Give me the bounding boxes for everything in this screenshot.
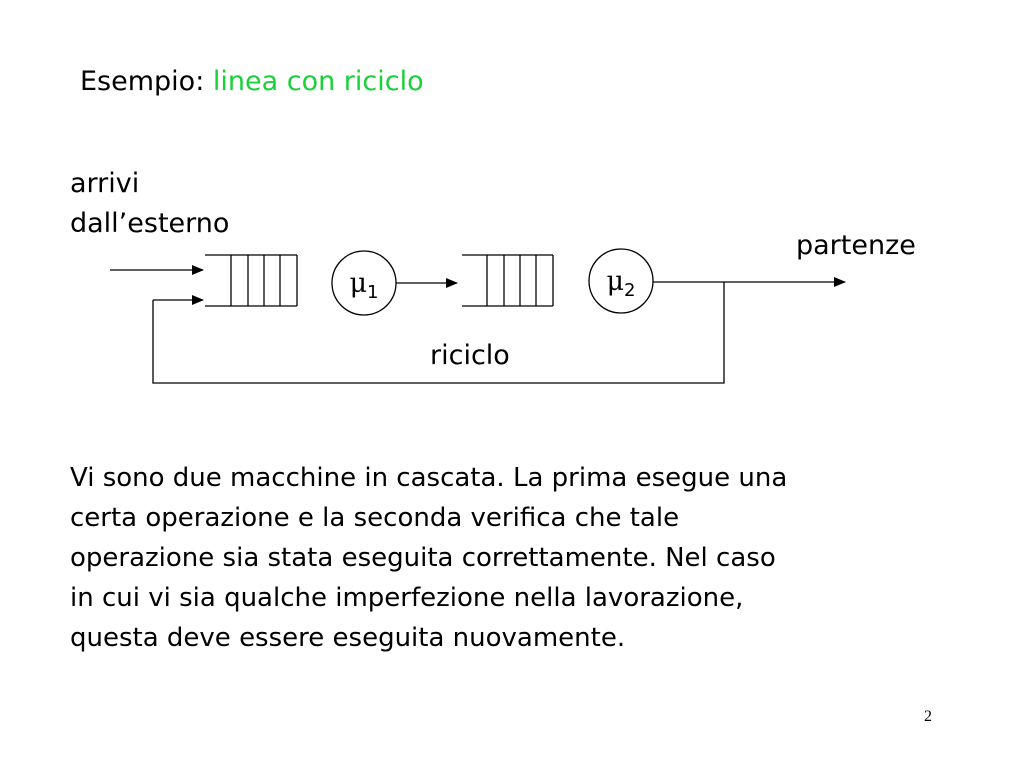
departures-label: partenze [796, 230, 916, 261]
page-number: 2 [924, 708, 932, 725]
server-2-circle [588, 248, 654, 314]
server-2-label: μ2 [606, 266, 635, 301]
recycle-label: riciclo [430, 340, 510, 371]
title-accent: linea con riciclo [212, 66, 424, 97]
queue-1 [205, 254, 298, 307]
body-line: Vi sono due macchine in cascata. La prim… [70, 463, 788, 493]
title-prefix: Esempio: [80, 66, 213, 97]
body-line: operazione sia stata eseguita correttame… [70, 543, 776, 573]
server-1-label: μ1 [349, 268, 378, 303]
arrivals-label: arrivi dall’esterno [70, 164, 229, 244]
arrivals-label-line1: arrivi [70, 168, 140, 199]
arrivals-label-line2: dall’esterno [70, 208, 230, 239]
slide-title: Esempio: linea con riciclo [80, 66, 424, 97]
body-line: in cui vi sia qualche imperfezione nella… [70, 583, 744, 613]
recycle-loop-line [152, 282, 725, 384]
body-paragraph: Vi sono due macchine in cascata. La prim… [70, 458, 970, 658]
body-line: certa operazione e la seconda verifica c… [70, 503, 680, 533]
body-line: questa deve essere eseguita nuovamente. [70, 623, 626, 653]
queue-2 [462, 254, 554, 307]
